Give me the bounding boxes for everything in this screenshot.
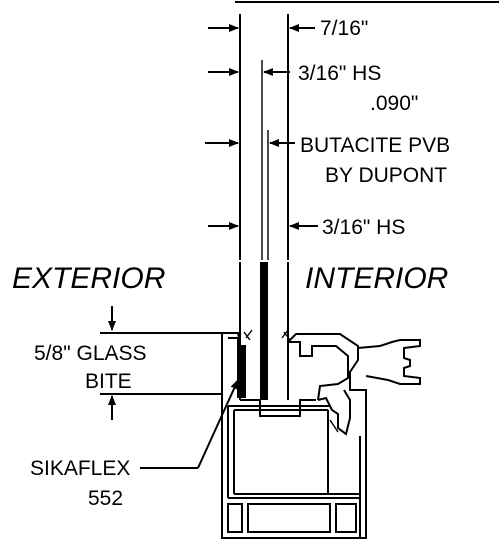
glass-edge-lines (239, 14, 289, 260)
sikaflex-label-line1: SIKAFLEX (30, 457, 130, 480)
dim-7-16: 7/16" (208, 17, 368, 40)
pvb-annotation: .090" BUTACITE PVB BY DUPONT (205, 92, 450, 187)
dim-hs-top-label: 3/16" HS (298, 62, 381, 85)
frame-handle (357, 339, 421, 385)
pvb-maker-label: BY DUPONT (325, 164, 447, 187)
dim-3-16-bottom: 3/16" HS (208, 216, 405, 239)
dim-hs-bottom-label: 3/16" HS (322, 216, 405, 239)
exterior-label: EXTERIOR (12, 262, 165, 295)
frame-profile (221, 329, 367, 539)
glass-lites (239, 262, 289, 400)
sikaflex-label-line2: 552 (88, 487, 123, 510)
sikaflex-leader: SIKAFLEX 552 (30, 379, 239, 510)
glass-bite-dimension: 5/8" GLASS BITE (34, 306, 222, 420)
dim-total-label: 7/16" (320, 17, 368, 40)
glass-bite-label-line2: BITE (85, 370, 132, 393)
glass-bite-label-line1: 5/8" GLASS (34, 342, 147, 365)
pvb-material-label: BUTACITE PVB (300, 134, 450, 157)
dim-3-16-top: 3/16" HS (208, 62, 381, 85)
pvb-thickness-label: .090" (370, 92, 418, 115)
interior-label: INTERIOR (305, 262, 448, 295)
